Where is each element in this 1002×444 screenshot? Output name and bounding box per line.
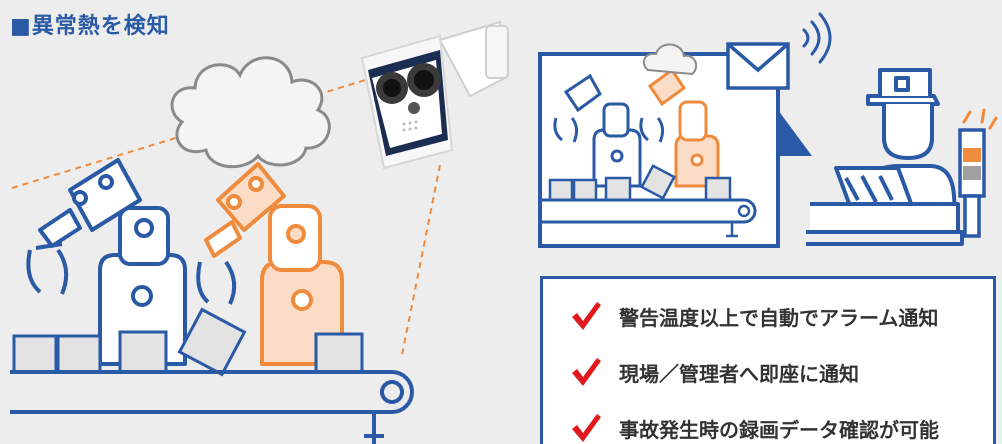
- thermal-camera-icon: [360, 20, 509, 170]
- check-mark-icon: [572, 414, 601, 442]
- monitor-screen: [538, 43, 780, 248]
- heat-cloud-icon: [170, 56, 331, 169]
- feature-list-panel: 警告温度以上で自動でアラーム通知 現場／管理者へ即座に通知 事故発生時の録画デー…: [540, 276, 996, 444]
- feature-item-recording: 事故発生時の録画データ確認が可能: [569, 411, 939, 444]
- feature-item-alarm: 警告温度以上で自動でアラーム通知: [569, 299, 938, 333]
- heat-cloud-small-icon: [642, 43, 698, 76]
- feature-text: 警告温度以上で自動でアラーム通知: [619, 305, 939, 330]
- page-title: ■異常熱を検知: [10, 14, 170, 39]
- signal-tower-icon: [958, 108, 998, 238]
- conveyor-belt: [10, 370, 414, 444]
- feature-text: 事故発生時の録画データ確認が可能: [619, 417, 939, 442]
- feature-text: 現場／管理者へ即座に通知: [619, 361, 859, 386]
- wireless-signal-icon: [802, 12, 832, 64]
- check-mark-icon: [572, 358, 601, 386]
- feature-item-notify: 現場／管理者へ即座に通知: [569, 355, 859, 389]
- callout-pointer: [778, 110, 812, 156]
- envelope-icon: [726, 42, 790, 90]
- conveyor-boxes: [12, 307, 364, 377]
- camera-view-line-lower: [401, 164, 441, 356]
- operator-icon: [806, 68, 964, 246]
- check-mark-icon: [572, 302, 601, 330]
- robot-arm-orange: [196, 162, 344, 366]
